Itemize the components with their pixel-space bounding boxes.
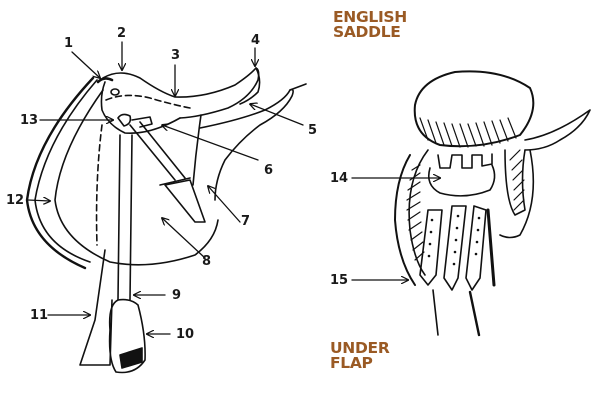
callout-1: 1 (64, 36, 74, 51)
callout-8: 8 (202, 254, 212, 269)
english-saddle-drawing (25, 67, 307, 374)
callout-4: 4 (251, 33, 261, 48)
callout-15: 15 (330, 273, 349, 288)
callout-14: 14 (330, 171, 349, 186)
callout-10: 10 (176, 327, 195, 342)
callout-7: 7 (241, 214, 251, 229)
english-saddle-leaders (27, 41, 304, 334)
callout-6: 6 (264, 163, 274, 178)
title-line-1: ENGLISH (333, 8, 407, 26)
title-line-2: FLAP (330, 354, 373, 372)
callout-3: 3 (171, 48, 181, 63)
under-flap-drawing (394, 70, 591, 337)
title-line-2: SADDLE (333, 23, 401, 41)
callout-2: 2 (117, 26, 127, 41)
title-line-1: UNDER (330, 339, 390, 357)
callout-5: 5 (308, 123, 318, 138)
under-flap-leaders (351, 178, 440, 280)
callout-12: 12 (6, 193, 25, 208)
under-flap-title: UNDER FLAP (330, 339, 390, 372)
callout-11: 11 (30, 308, 49, 323)
callout-9: 9 (172, 288, 182, 303)
callout-13: 13 (20, 113, 39, 128)
english-saddle-title: ENGLISH SADDLE (333, 8, 407, 41)
